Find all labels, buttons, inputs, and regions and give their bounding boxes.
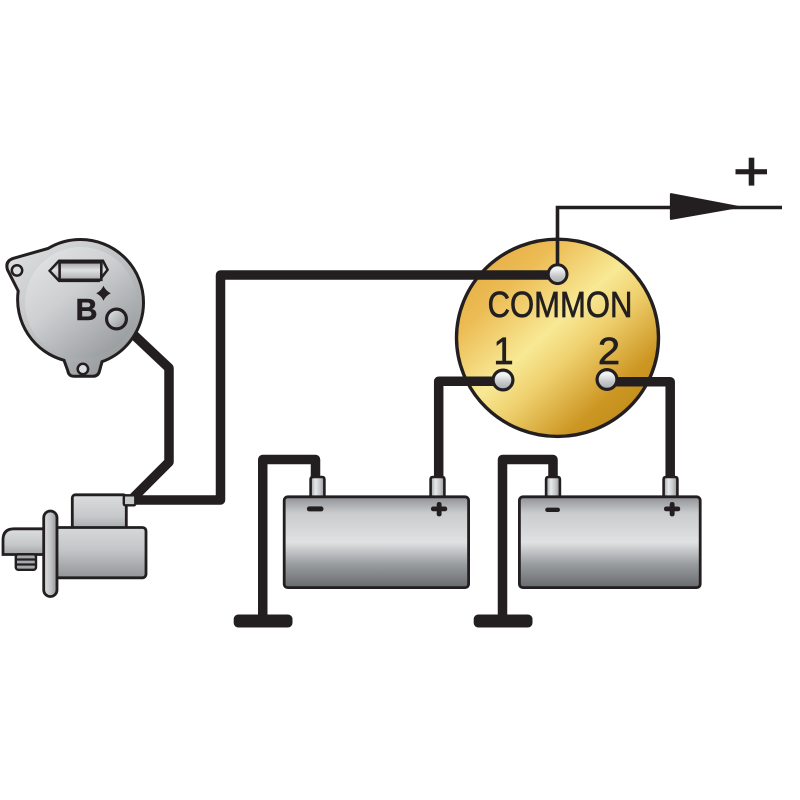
svg-text:COMMON: COMMON [488,285,633,326]
svg-text:B: B [75,293,97,327]
svg-text:2: 2 [598,331,620,373]
svg-text:1: 1 [493,329,513,372]
